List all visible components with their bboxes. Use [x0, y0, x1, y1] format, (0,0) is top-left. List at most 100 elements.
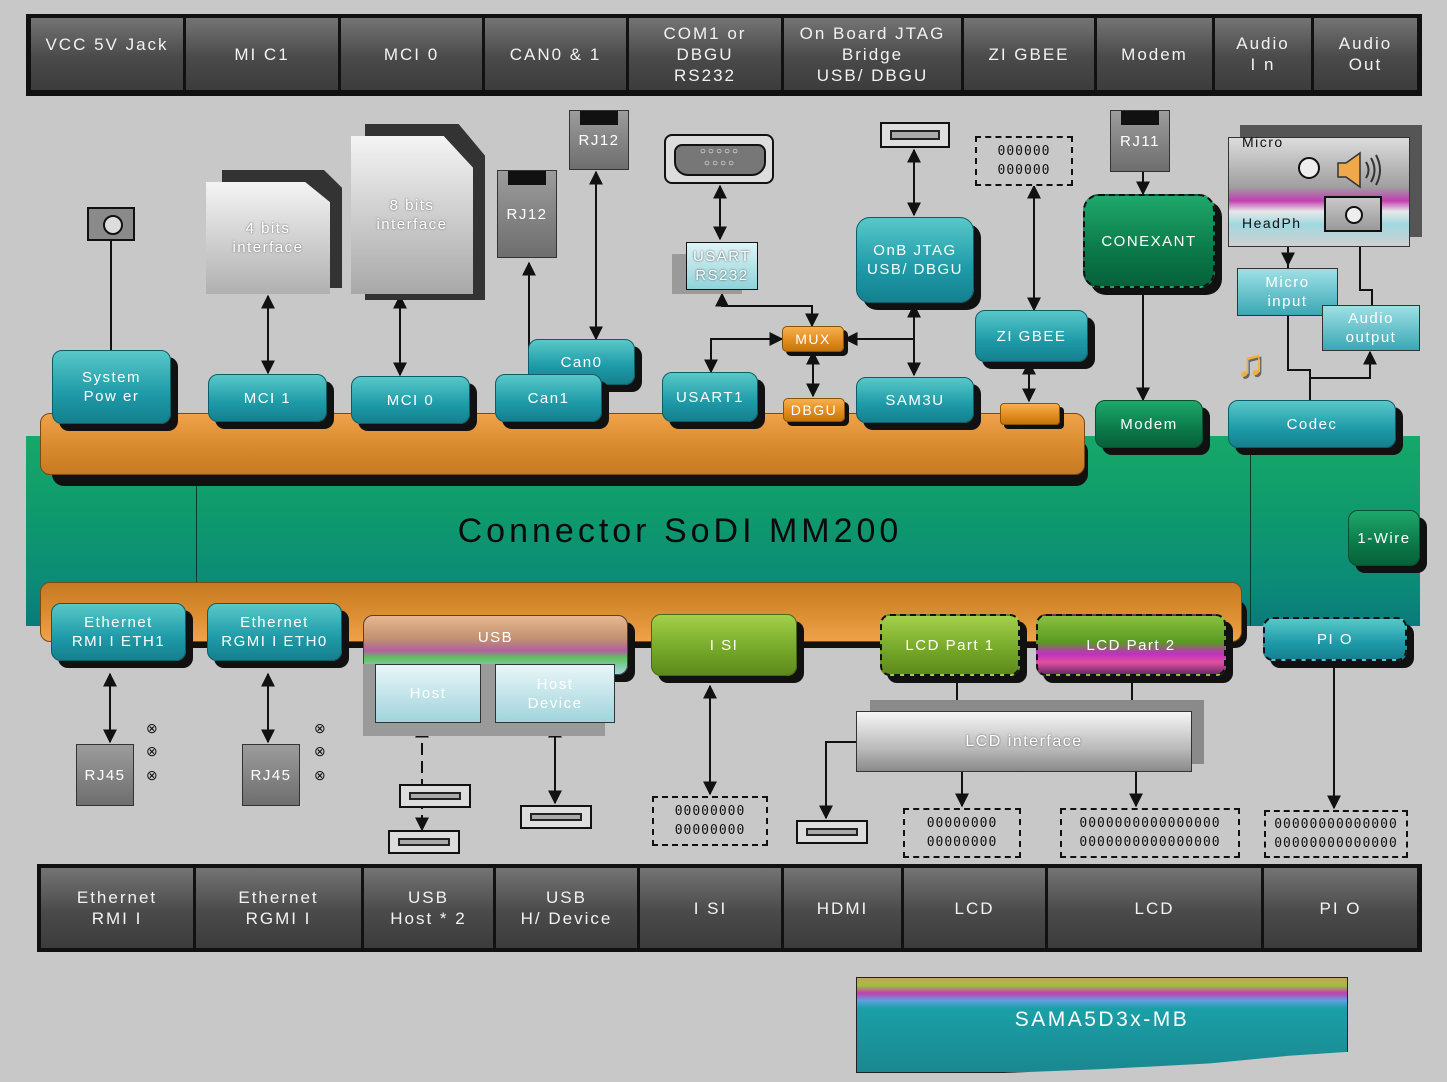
- usb-device-port: [520, 805, 592, 829]
- connector-label: Connector SoDI MM200: [457, 512, 903, 550]
- bottom-cell-usb-device: USB H/ Device: [496, 868, 637, 948]
- lcd-header-1: 00000000 00000000: [903, 808, 1021, 858]
- usb-host-device-port: Host Device: [495, 664, 615, 723]
- headph-label: HeadPh: [1242, 215, 1302, 231]
- connector-divider-right: [1250, 436, 1251, 626]
- usb-host-port-b: [388, 830, 460, 854]
- eth0-block: Ethernet RGMI I ETH0: [207, 603, 342, 661]
- rj12-can1-latch: [508, 171, 546, 185]
- led-icon-3: ⊗: [146, 767, 158, 783]
- usb-host-port: Host: [375, 664, 481, 723]
- conexant-block: CONEXANT: [1083, 194, 1215, 288]
- audio-output-box: Audio output: [1322, 305, 1420, 351]
- headph-socket: [1345, 206, 1363, 224]
- rj12-can1-label: RJ12: [506, 205, 548, 223]
- board-name-label: SAMA5D3x-MB: [1014, 1008, 1190, 1031]
- usb-label: USB: [477, 629, 514, 646]
- sd-card-8bit: 8 bits interface: [351, 136, 473, 294]
- wire-usart-mux: [715, 292, 819, 328]
- zigbee-block: ZI GBEE: [975, 310, 1088, 362]
- top-cell-mic1: MI C1: [186, 18, 338, 90]
- jtag-usb-port: [880, 122, 950, 148]
- dbgu-block: DBGU: [783, 398, 845, 422]
- usart1-block: USART1: [662, 372, 758, 422]
- zigbee-rail-connector: [1000, 403, 1060, 425]
- led-icon-6: ⊗: [314, 767, 326, 783]
- isi-block: I SI: [651, 614, 797, 676]
- wire-headph: [1353, 231, 1373, 305]
- mci1-block: MCI 1: [208, 374, 327, 422]
- pio-block: PI O: [1263, 617, 1407, 661]
- speaker-icon: [1336, 150, 1384, 190]
- rj11-label: RJ11: [1120, 132, 1160, 150]
- usart-rs232-doc: USART RS232: [686, 242, 758, 290]
- rj12-can0: RJ12: [569, 110, 629, 170]
- system-power-block: System Pow er: [52, 350, 171, 424]
- pio-header: 00000000000000 00000000000000: [1264, 810, 1408, 858]
- rj12-can0-label: RJ12: [578, 131, 620, 149]
- rj11-jack: RJ11: [1110, 110, 1170, 172]
- power-jack: [87, 207, 135, 241]
- bottom-cell-pio: PI O: [1264, 868, 1417, 948]
- bottom-cell-eth-rgmii: Ethernet RGMI I: [196, 868, 361, 948]
- headph-jack: [1324, 196, 1382, 232]
- rj11-latch: [1121, 111, 1159, 125]
- power-jack-socket: [103, 215, 123, 235]
- rj12-can1: RJ12: [497, 170, 557, 258]
- top-rail: [40, 413, 1085, 475]
- bottom-cell-usb-host: USB Host * 2: [364, 868, 493, 948]
- can1-block: Can1: [495, 374, 602, 422]
- top-cell-can: CAN0 & 1: [485, 18, 626, 90]
- top-cell-audio-out: Audio Out: [1314, 18, 1417, 90]
- bottom-cell-lcd1: LCD: [904, 868, 1045, 948]
- speaker-glyph: [1337, 151, 1381, 189]
- bottom-cell-lcd2: LCD: [1048, 868, 1261, 948]
- connector-divider-left: [196, 486, 197, 596]
- mci0-block: MCI 0: [351, 376, 470, 424]
- music-note-icon: ♫: [1236, 343, 1265, 385]
- board-name-banner: [856, 977, 1348, 1073]
- hdmi-port: [796, 820, 868, 844]
- modem-block: Modem: [1095, 400, 1203, 448]
- wire-mux-usart1: [704, 332, 784, 374]
- usb-host-port-a: [399, 784, 471, 808]
- top-cell-modem: Modem: [1097, 18, 1212, 90]
- micro-input-box: Micro input: [1237, 268, 1338, 316]
- wire-hdmi: [819, 741, 857, 820]
- led-icon-4: ⊗: [314, 720, 326, 736]
- top-cell-com1: COM1 or DBGU RS232: [629, 18, 781, 90]
- mux-block: MUX: [782, 326, 844, 352]
- micro-label: Micro: [1242, 134, 1284, 150]
- top-cell-jtag: On Board JTAG Bridge USB/ DBGU: [784, 18, 961, 90]
- db9-pins: ○○○○○○○○○: [674, 144, 766, 176]
- sam3u-block: SAM3U: [856, 377, 974, 423]
- bottom-cell-hdmi: HDMI: [784, 868, 901, 948]
- rj45-eth1: RJ45: [76, 744, 134, 806]
- top-cell-zigbee: ZI GBEE: [964, 18, 1094, 90]
- micro-jack: [1298, 157, 1320, 179]
- led-icon-5: ⊗: [314, 743, 326, 759]
- zigbee-header: 000000 000000: [975, 136, 1073, 186]
- isi-header: 00000000 00000000: [652, 796, 768, 846]
- lcd-part1-block: LCD Part 1: [880, 614, 1020, 676]
- can0-block: Can0: [528, 339, 635, 385]
- db9-connector: ○○○○○○○○○: [664, 134, 774, 184]
- eth1-block: Ethernet RMI I ETH1: [51, 603, 186, 661]
- lcd-interface-block: LCD interface: [856, 711, 1192, 772]
- wire-codec-audio: [1309, 350, 1377, 400]
- top-cell-vcc: VCC 5V Jack: [31, 18, 183, 90]
- rj12-can0-latch: [580, 111, 618, 125]
- led-icon-1: ⊗: [146, 720, 158, 736]
- rj45-eth0: RJ45: [242, 744, 300, 806]
- bottom-cell-isi: I SI: [640, 868, 781, 948]
- bottom-cell-eth-rmii: Ethernet RMI I: [41, 868, 193, 948]
- onb-jtag-block: OnB JTAG USB/ DBGU: [856, 217, 974, 303]
- one-wire-block: 1-Wire: [1348, 510, 1420, 566]
- lcd-header-2: 0000000000000000 0000000000000000: [1060, 808, 1240, 858]
- sd-card-4bit: 4 bits interface: [206, 182, 330, 294]
- top-cell-audio-in: Audio I n: [1215, 18, 1311, 90]
- codec-block: Codec: [1228, 400, 1396, 448]
- lcd-part2-block: LCD Part 2: [1036, 614, 1226, 676]
- led-icon-2: ⊗: [146, 743, 158, 759]
